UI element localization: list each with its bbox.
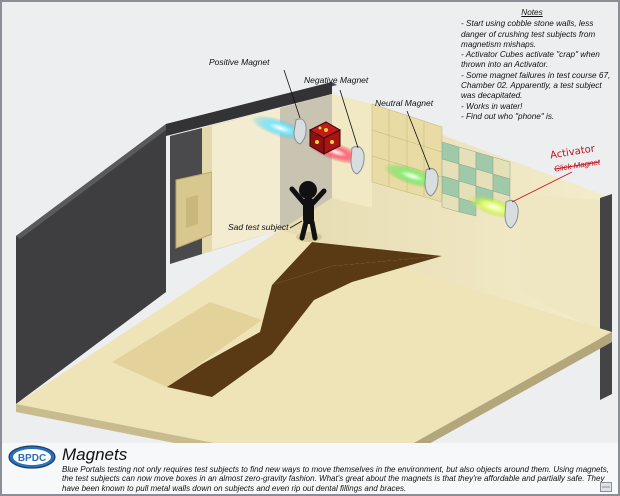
positive-magnet-leader <box>283 69 301 119</box>
notes-item: - Works in water! <box>461 101 523 111</box>
back-wall-dark-band <box>166 82 332 136</box>
notes-list: - Start using cobble stone walls, less d… <box>461 19 617 122</box>
floor <box>16 230 612 472</box>
notes-item: - Find out who "phone" is. <box>461 111 555 121</box>
right-wall-outer <box>600 194 612 400</box>
sad-subject-label: Sad test subject <box>228 222 289 232</box>
notes-title: Notes <box>521 8 543 17</box>
corner-badge-icon <box>600 482 612 492</box>
notes-item: - Activator Cubes activate "crap" when t… <box>461 50 600 70</box>
svg-text:BPDC: BPDC <box>18 453 46 464</box>
sad-subject-leader <box>289 220 303 229</box>
floor-dark-path <box>167 256 442 397</box>
floor-light-patch <box>112 302 262 387</box>
activator-leader <box>511 171 573 203</box>
neutral-magnet <box>383 163 441 197</box>
left-wall-panel-2 <box>186 195 198 228</box>
negative-magnet-leader <box>339 89 359 149</box>
footer-description: Blue Portals testing not only requires t… <box>62 465 609 493</box>
floor-dark-path-2 <box>272 242 442 285</box>
sad-test-subject-figure <box>289 181 327 242</box>
notes-item: - Some magnet failures in test course 67… <box>461 70 611 101</box>
bpdc-logo: BPDC <box>8 445 56 469</box>
notes-item: - Start using cobble stone walls, less d… <box>461 19 596 49</box>
left-wall-top-edge <box>16 124 170 239</box>
right-inner-wall <box>522 194 600 332</box>
activator-device <box>467 194 521 229</box>
left-light-wall <box>212 108 280 250</box>
neutral-magnet-label: Neutral Magnet <box>375 98 434 108</box>
positive-magnet <box>251 115 309 145</box>
footer-band <box>2 443 618 494</box>
positive-magnet-label: Positive Magnet <box>209 57 270 67</box>
footer-title: Magnets <box>62 445 128 464</box>
activator-cube <box>308 121 342 155</box>
left-wall-outer <box>16 124 166 404</box>
notes-panel: Notes - Start using cobble stone walls, … <box>461 8 617 122</box>
negative-magnet-label: Negative Magnet <box>304 75 369 85</box>
neutral-magnet-leader <box>406 110 431 171</box>
